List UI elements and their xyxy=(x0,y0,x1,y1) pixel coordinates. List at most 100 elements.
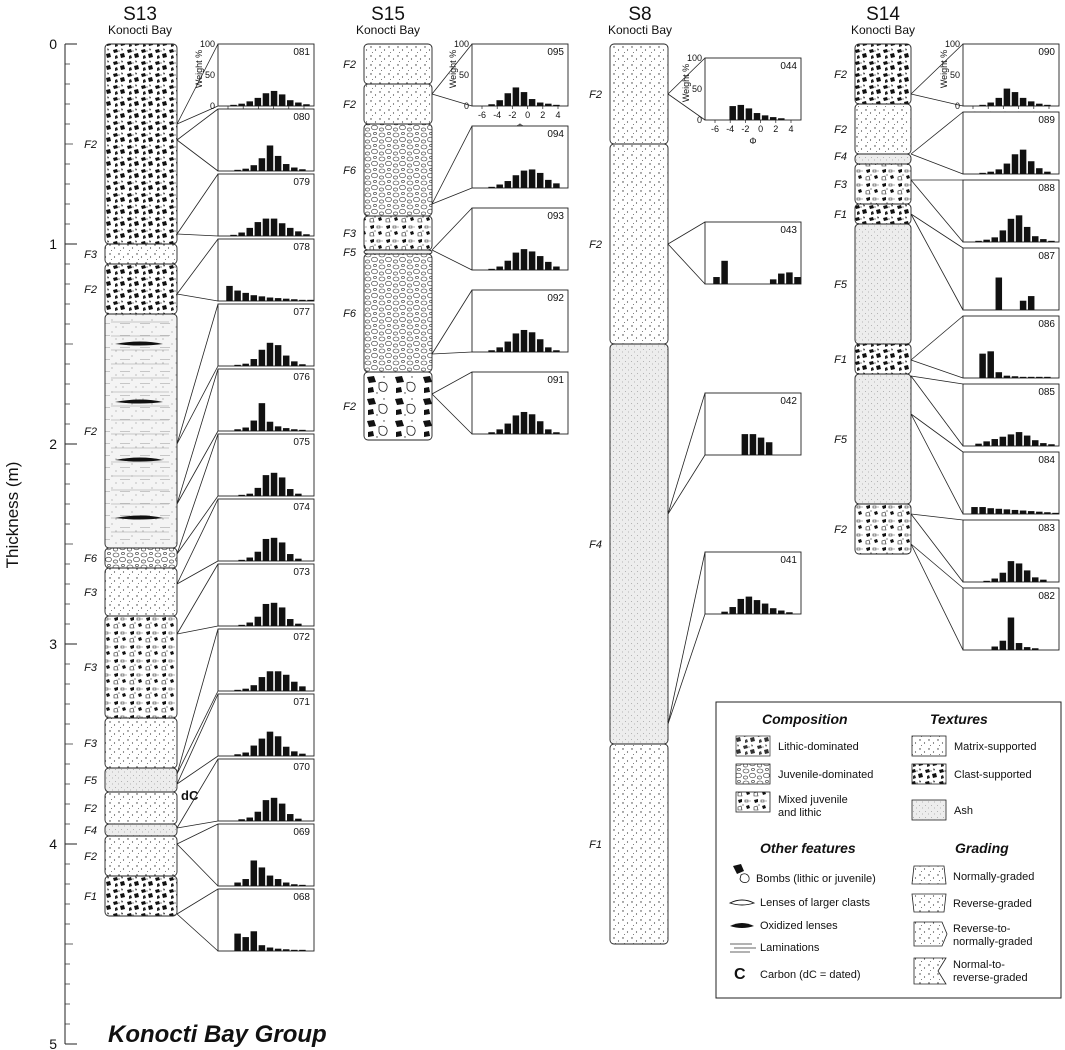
histogram-092: 092 xyxy=(471,289,569,353)
histogram-frame xyxy=(217,368,315,432)
section-location: Konocti Bay xyxy=(608,23,672,37)
histogram-bar xyxy=(1007,617,1015,650)
histogram-bar xyxy=(1015,215,1023,242)
histogram-078: 078 xyxy=(217,238,315,302)
bomb-symbol-icon xyxy=(733,864,750,883)
histogram-frame xyxy=(962,315,1060,379)
facies-label: F2 xyxy=(343,401,356,413)
histogram-bar xyxy=(1023,647,1031,650)
histogram-bar xyxy=(278,803,286,821)
leader-line xyxy=(431,207,473,251)
histogram-042: 042 xyxy=(704,392,802,456)
section-unit xyxy=(104,875,178,917)
histogram-bar xyxy=(1019,149,1027,174)
histogram-bar xyxy=(1040,443,1047,446)
histogram-bar xyxy=(238,103,245,106)
hist-x-tick-label: -2 xyxy=(508,110,516,120)
histogram-bar xyxy=(1044,376,1051,378)
histogram-bar xyxy=(528,99,536,106)
histogram-bar xyxy=(291,949,298,951)
histogram-bar xyxy=(295,818,302,821)
histogram-bar xyxy=(242,752,249,756)
histogram-bar xyxy=(995,508,1003,514)
reverse-to-normal-grading-icon xyxy=(913,921,948,947)
histogram-bar xyxy=(266,342,274,366)
histogram-bar xyxy=(512,175,520,188)
leader-line xyxy=(176,625,219,635)
leader-line xyxy=(667,221,706,245)
histogram-bar xyxy=(496,429,503,434)
swatch-mixed xyxy=(735,791,771,813)
histogram-bar xyxy=(295,493,302,496)
histogram-bar xyxy=(794,277,801,284)
histogram-bar xyxy=(991,237,998,242)
histogram-bar xyxy=(488,104,495,106)
histogram-bar xyxy=(1015,563,1023,582)
facies-label: F4 xyxy=(84,825,97,837)
leader-line xyxy=(176,563,219,635)
facies-label: F2 xyxy=(834,69,847,81)
histogram-bar xyxy=(991,646,998,650)
histogram-bar xyxy=(258,867,266,886)
hist-y-tick-label: 0 xyxy=(697,115,702,125)
histogram-bar xyxy=(254,551,262,561)
histogram-bar xyxy=(753,600,761,614)
histogram-bar xyxy=(234,429,241,431)
legend-features-title: Other features xyxy=(760,840,856,856)
hist-y-label: Weight % xyxy=(194,50,204,88)
axis-tick-label: 5 xyxy=(49,1036,57,1050)
histogram-bar xyxy=(278,94,286,106)
sample-id: 043 xyxy=(780,225,797,236)
histogram-bar xyxy=(983,580,990,582)
histogram-bar xyxy=(287,227,294,236)
histogram-bar xyxy=(270,537,278,561)
histogram-bar xyxy=(234,169,241,171)
histogram-bar xyxy=(299,364,306,366)
histogram-bar xyxy=(545,429,552,434)
facies-label: F6 xyxy=(343,308,357,320)
histogram-bar xyxy=(258,738,266,756)
histogram-bar xyxy=(488,350,495,352)
histogram-bar xyxy=(1036,168,1043,174)
section-unit xyxy=(104,615,178,719)
histogram-bar xyxy=(1048,240,1055,242)
section-code: S13 xyxy=(123,4,157,25)
hist-y-label: Weight % xyxy=(448,50,458,88)
histogram-bar xyxy=(282,428,290,431)
histogram-bar xyxy=(995,169,1003,174)
histogram-bar xyxy=(250,359,258,366)
y-axis-label: Thickness (m) xyxy=(3,462,22,569)
sample-id: 080 xyxy=(293,112,310,123)
leader-line xyxy=(910,43,964,95)
histogram-bar xyxy=(520,92,528,106)
histogram-bar xyxy=(266,731,274,756)
histogram-bar xyxy=(282,746,290,756)
histogram-bar xyxy=(1023,570,1031,582)
swatch-juvenile xyxy=(735,763,771,785)
histogram-bar xyxy=(713,277,720,284)
legend-composition-2: Juvenile-dominated xyxy=(778,769,873,781)
histogram-089: 089 xyxy=(962,111,1060,175)
leader-line xyxy=(431,187,473,205)
hist-y-tick-label: 100 xyxy=(687,53,702,63)
section-unit xyxy=(104,823,178,837)
histogram-frame xyxy=(962,111,1060,175)
histogram-bar xyxy=(266,875,274,886)
facies-label: F1 xyxy=(834,354,847,366)
sample-id: 093 xyxy=(547,211,564,222)
section-unit xyxy=(609,743,669,945)
histogram-bar xyxy=(246,557,253,561)
leader-line xyxy=(431,289,473,355)
legend-feature-1: Bombs (lithic or juvenile) xyxy=(756,873,876,885)
histogram-bar xyxy=(504,93,512,106)
histogram-bar xyxy=(258,296,266,301)
leader-line xyxy=(910,315,964,361)
legend-grading-1: Normally-graded xyxy=(953,871,1034,883)
histogram-bar xyxy=(278,477,286,496)
histogram-bar xyxy=(1007,561,1015,582)
sample-id: 085 xyxy=(1038,387,1055,398)
section-unit xyxy=(104,717,178,769)
